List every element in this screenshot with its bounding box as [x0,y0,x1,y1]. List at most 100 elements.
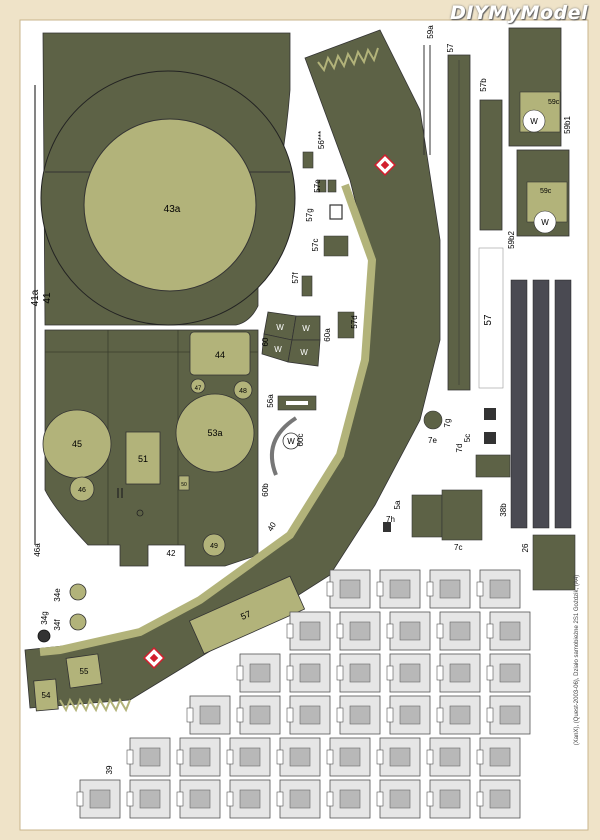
label-38b: 38b [499,503,508,517]
track-link [486,653,531,693]
label-45: 45 [72,439,82,449]
label-59c-1: 59c [548,99,560,106]
label-48: 48 [239,388,247,395]
label-57e: 57e [313,179,322,193]
track-link [376,737,421,777]
w-mark-4: W [300,348,308,357]
track-link [126,779,171,819]
track-link [486,611,531,651]
label-57c: 57c [311,239,320,252]
label-7h: 7h [386,515,395,524]
track-link [286,695,331,735]
track-link [476,779,521,819]
label-34f: 34f [53,619,62,631]
label-57d: 57d [350,315,359,328]
label-5c: 5c [463,434,472,442]
label-26: 26 [521,543,530,552]
label-34g: 34g [40,611,49,624]
label-47: 47 [195,386,202,392]
track-link [426,779,471,819]
label-59b1: 59b1 [563,116,572,134]
track-link [336,653,381,693]
track-link [426,737,471,777]
parts-34-small-discs: 34e 34f 34g [37,583,87,643]
label-57-top: 57 [446,43,455,52]
label-57-strip: 57 [239,609,252,622]
label-55: 55 [80,667,89,676]
w-mark-1: W [276,323,284,332]
track-link [476,737,521,777]
track-link [426,569,471,609]
w-mark-6: W [530,117,538,126]
track-link [176,779,221,819]
label-53a: 53a [207,428,222,438]
track-link [236,653,281,693]
label-59b2: 59b2 [507,231,516,249]
track-link [226,737,271,777]
label-7c: 7c [454,543,462,552]
label-57b: 57b [479,78,488,92]
label-60c: 60c [296,434,305,447]
track-link [326,737,371,777]
track-link [376,569,421,609]
track-link [286,611,331,651]
label-46: 46 [78,487,86,494]
label-39: 39 [105,765,114,774]
track-link [186,695,231,735]
part-41-hull-top: 43a 41 41a [30,32,296,545]
label-59a: 59a [426,25,435,39]
label-57g: 57g [305,208,314,221]
label-51: 51 [138,454,148,464]
label-5a: 5a [393,500,402,509]
track-link [276,737,321,777]
parts-rails: 59a 57 57b 57 [423,25,504,391]
label-54: 54 [42,691,51,700]
track-link [176,737,221,777]
label-41a: 41a [30,289,41,306]
w-mark-5: W [287,437,295,446]
sheet-credit-note: (XanX), (Quest-2003-06), Działo samobież… [574,575,580,745]
label-44: 44 [215,350,225,360]
label-57f: 57f [291,272,300,284]
label-56a: 56a [266,394,275,408]
label-60a: 60a [323,328,332,342]
track-link [436,653,481,693]
track-link [226,779,271,819]
track-link [236,695,281,735]
part-fender-strip: 57 54 55 40 [24,29,441,713]
track-link [276,779,321,819]
w-mark-2: W [302,324,310,333]
parts-59b-boxes: W 59c 59b1 W 59c 59b2 [507,27,572,249]
label-56: 56*** [317,131,326,149]
track-link [326,569,371,609]
track-link [436,611,481,651]
w-mark-3: W [274,345,282,354]
track-link [376,779,421,819]
track-link [386,611,431,651]
label-7e: 7e [428,436,437,445]
track-link [486,695,531,735]
label-7g: 7g [443,419,452,428]
track-link [336,611,381,651]
track-link [386,653,431,693]
label-43a: 43a [164,204,181,215]
w-mark-7: W [541,218,549,227]
label-7d: 7d [455,444,464,453]
track-link [76,779,121,819]
track-link [476,569,521,609]
label-41: 41 [42,292,53,304]
track-link [286,653,331,693]
label-50: 50 [181,482,187,488]
track-links-grid [76,569,531,819]
track-link [386,695,431,735]
label-60b: 60b [261,483,270,497]
part-42-hull-plate: 44 47 48 45 51 53a 46 50 49 42 46a [33,329,259,567]
watermark: DIYMyModel [450,2,588,24]
label-42: 42 [167,549,176,558]
label-59c-2: 59c [540,188,552,195]
label-57-white: 57 [483,314,494,326]
label-49: 49 [210,543,218,550]
label-34e: 34e [53,588,62,602]
